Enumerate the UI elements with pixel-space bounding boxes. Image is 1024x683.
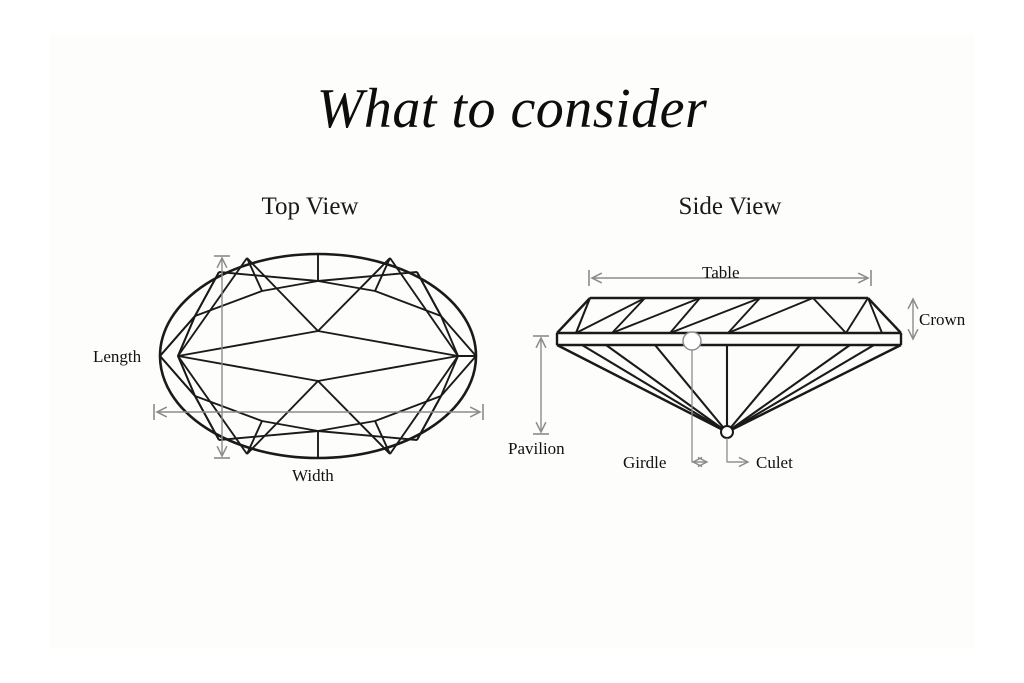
top-view-oval bbox=[158, 252, 478, 460]
girdle-label: Girdle bbox=[623, 453, 667, 472]
crown-label: Crown bbox=[919, 310, 966, 329]
background-panel bbox=[50, 35, 974, 648]
pavilion-facets bbox=[556, 344, 902, 433]
oval-outline bbox=[158, 252, 478, 460]
culet-leader-line bbox=[726, 438, 742, 463]
side-view-heading: Side View bbox=[678, 193, 782, 220]
girdle-marker-circle bbox=[682, 331, 702, 351]
oval-facets bbox=[159, 254, 477, 458]
pavilion-label: Pavilion bbox=[508, 439, 565, 458]
table-label: Table bbox=[702, 263, 740, 282]
top-view-dimensions bbox=[153, 255, 484, 459]
side-view-diamond bbox=[555, 296, 903, 463]
page-title: What to consider bbox=[316, 78, 708, 140]
culet-label: Culet bbox=[756, 453, 793, 472]
top-view-heading: Top View bbox=[261, 193, 359, 220]
side-view-dimensions bbox=[533, 270, 913, 435]
callout-leaders bbox=[691, 350, 742, 463]
side-view-outline bbox=[555, 296, 903, 434]
callout-markers bbox=[682, 331, 734, 439]
crown-facets bbox=[556, 297, 883, 334]
width-label: Width bbox=[292, 466, 334, 485]
length-label: Length bbox=[93, 347, 142, 366]
culet-marker-circle bbox=[720, 425, 734, 439]
